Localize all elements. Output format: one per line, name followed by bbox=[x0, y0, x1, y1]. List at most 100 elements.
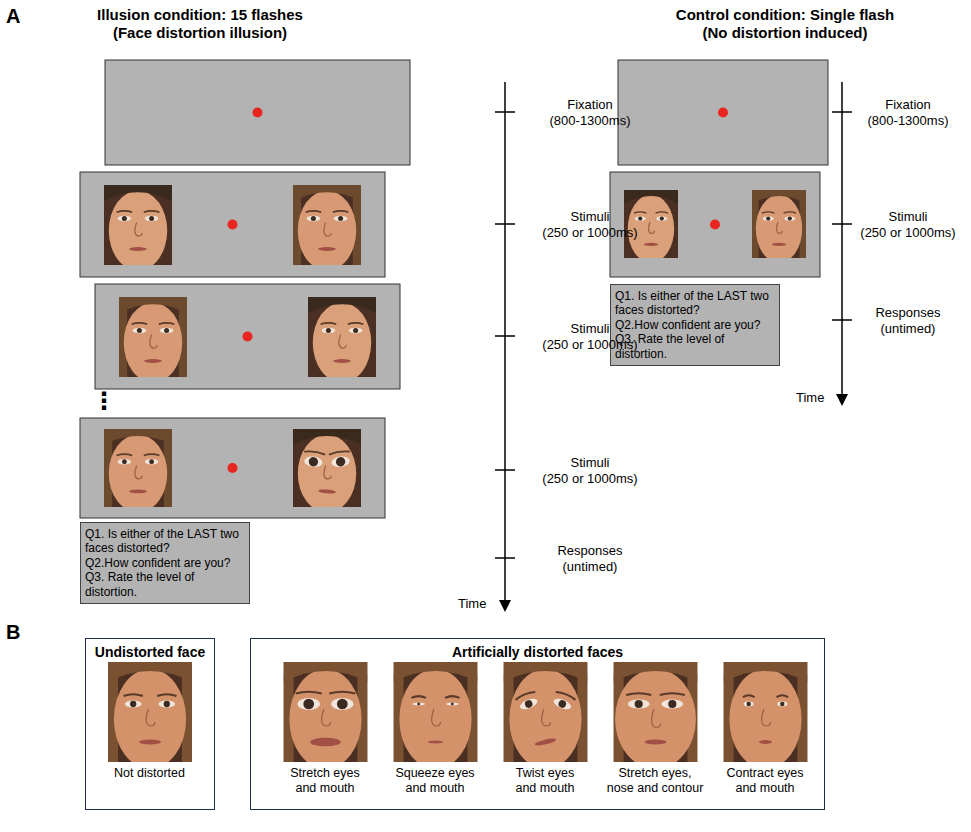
eye bbox=[117, 454, 133, 464]
text-line: (Face distortion illusion) bbox=[30, 24, 370, 42]
fixation-dot bbox=[228, 220, 238, 230]
question-text: Q2.How confident are you? bbox=[615, 318, 775, 332]
panel-letter: A bbox=[6, 4, 36, 28]
eye-white bbox=[661, 699, 683, 708]
eye bbox=[348, 323, 364, 334]
timeline-tick bbox=[495, 469, 515, 471]
eye-iris bbox=[311, 216, 316, 221]
eye-iris bbox=[524, 699, 534, 709]
mouth-lips bbox=[759, 740, 772, 744]
mouth bbox=[318, 489, 336, 494]
eye bbox=[656, 212, 668, 221]
timeline-label: Stimuli (250 or 1000ms) bbox=[535, 321, 645, 352]
eye-white bbox=[552, 697, 572, 712]
eye-iris bbox=[451, 703, 454, 706]
mouth-lips bbox=[310, 738, 341, 747]
nose bbox=[322, 709, 331, 726]
timeline-tick bbox=[832, 319, 852, 321]
face-panel: Undistorted faceNot distorted bbox=[85, 638, 215, 810]
face-image bbox=[724, 662, 808, 762]
face-hair bbox=[284, 662, 368, 682]
face-group bbox=[104, 429, 172, 507]
eye bbox=[660, 693, 685, 708]
axis-label: Time bbox=[796, 390, 836, 406]
eye bbox=[445, 696, 459, 705]
timeline-tick bbox=[495, 335, 515, 337]
text-line: Control condition: Single flash bbox=[615, 6, 955, 24]
eye-iris bbox=[417, 703, 420, 706]
eye-iris bbox=[766, 216, 770, 220]
eye bbox=[159, 323, 175, 334]
eye bbox=[329, 692, 355, 710]
eye-white bbox=[145, 459, 159, 464]
face-hair bbox=[293, 429, 361, 445]
timeline-tick bbox=[832, 111, 852, 113]
eyebrow bbox=[306, 211, 322, 212]
nose bbox=[652, 709, 661, 728]
timeline-axis bbox=[504, 82, 506, 602]
face-hair bbox=[119, 297, 187, 313]
eye-iris bbox=[335, 456, 346, 467]
face-caption: Contract eyes and mouth bbox=[713, 766, 817, 796]
eye-iris bbox=[164, 701, 170, 707]
face-hair bbox=[724, 662, 808, 682]
eye-white bbox=[446, 702, 459, 705]
eye-white bbox=[118, 216, 132, 222]
timeline-label: Stimuli (250 or 1000ms) bbox=[535, 209, 645, 240]
eyebrow bbox=[656, 212, 668, 213]
eyebrow bbox=[144, 211, 160, 212]
face-group bbox=[104, 185, 172, 265]
eyebrow bbox=[784, 212, 796, 213]
axis-label: Time bbox=[458, 596, 498, 612]
eyebrow bbox=[634, 212, 646, 213]
fixation-dot bbox=[718, 108, 728, 118]
mouth bbox=[144, 359, 162, 363]
question-text: Q3. Rate the level of distortion. bbox=[85, 570, 245, 599]
eyebrow bbox=[296, 692, 322, 694]
fixation-dot bbox=[243, 332, 253, 342]
eye-iris bbox=[557, 699, 567, 709]
face-caption: Twist eyes and mouth bbox=[493, 766, 597, 796]
face-group bbox=[119, 297, 187, 377]
eye-white bbox=[349, 328, 363, 334]
nose bbox=[146, 709, 155, 726]
mouth bbox=[129, 247, 147, 251]
mouth-lips bbox=[318, 489, 336, 494]
eyebrow bbox=[556, 690, 576, 700]
eye-iris bbox=[164, 328, 169, 333]
eye-white bbox=[160, 328, 174, 334]
eye-iris bbox=[668, 700, 676, 708]
face-hair bbox=[504, 662, 588, 682]
caption-row: Stretch eyes and mouthSqueeze eyes and m… bbox=[251, 766, 824, 796]
mouth bbox=[428, 741, 443, 744]
face-group bbox=[504, 662, 588, 762]
eye-white bbox=[322, 328, 336, 334]
eyebrow bbox=[124, 694, 143, 696]
text-line: Stretch eyes, bbox=[603, 766, 707, 781]
face-group bbox=[614, 662, 698, 762]
nose bbox=[135, 466, 142, 479]
text-line: (800-1300ms) bbox=[535, 113, 645, 129]
eyebrow bbox=[348, 323, 364, 324]
eye-iris bbox=[338, 216, 343, 221]
eye-iris bbox=[746, 702, 750, 706]
eye-white bbox=[412, 702, 425, 705]
eye-white bbox=[628, 699, 650, 708]
eyebrow bbox=[321, 323, 337, 324]
screen bbox=[95, 284, 400, 389]
mouth-lips bbox=[318, 247, 336, 251]
eye-white bbox=[304, 455, 324, 468]
face-skin bbox=[114, 669, 186, 762]
face-skin bbox=[399, 669, 471, 762]
eye-iris bbox=[788, 216, 792, 220]
timeline-tick bbox=[495, 111, 515, 113]
face-group bbox=[284, 662, 368, 762]
mouth bbox=[759, 740, 772, 744]
face-image bbox=[119, 297, 187, 377]
eyebrow bbox=[626, 693, 651, 695]
timeline-label: Responses (untimed) bbox=[853, 305, 963, 336]
face-skin bbox=[124, 303, 182, 377]
nose bbox=[324, 466, 331, 479]
